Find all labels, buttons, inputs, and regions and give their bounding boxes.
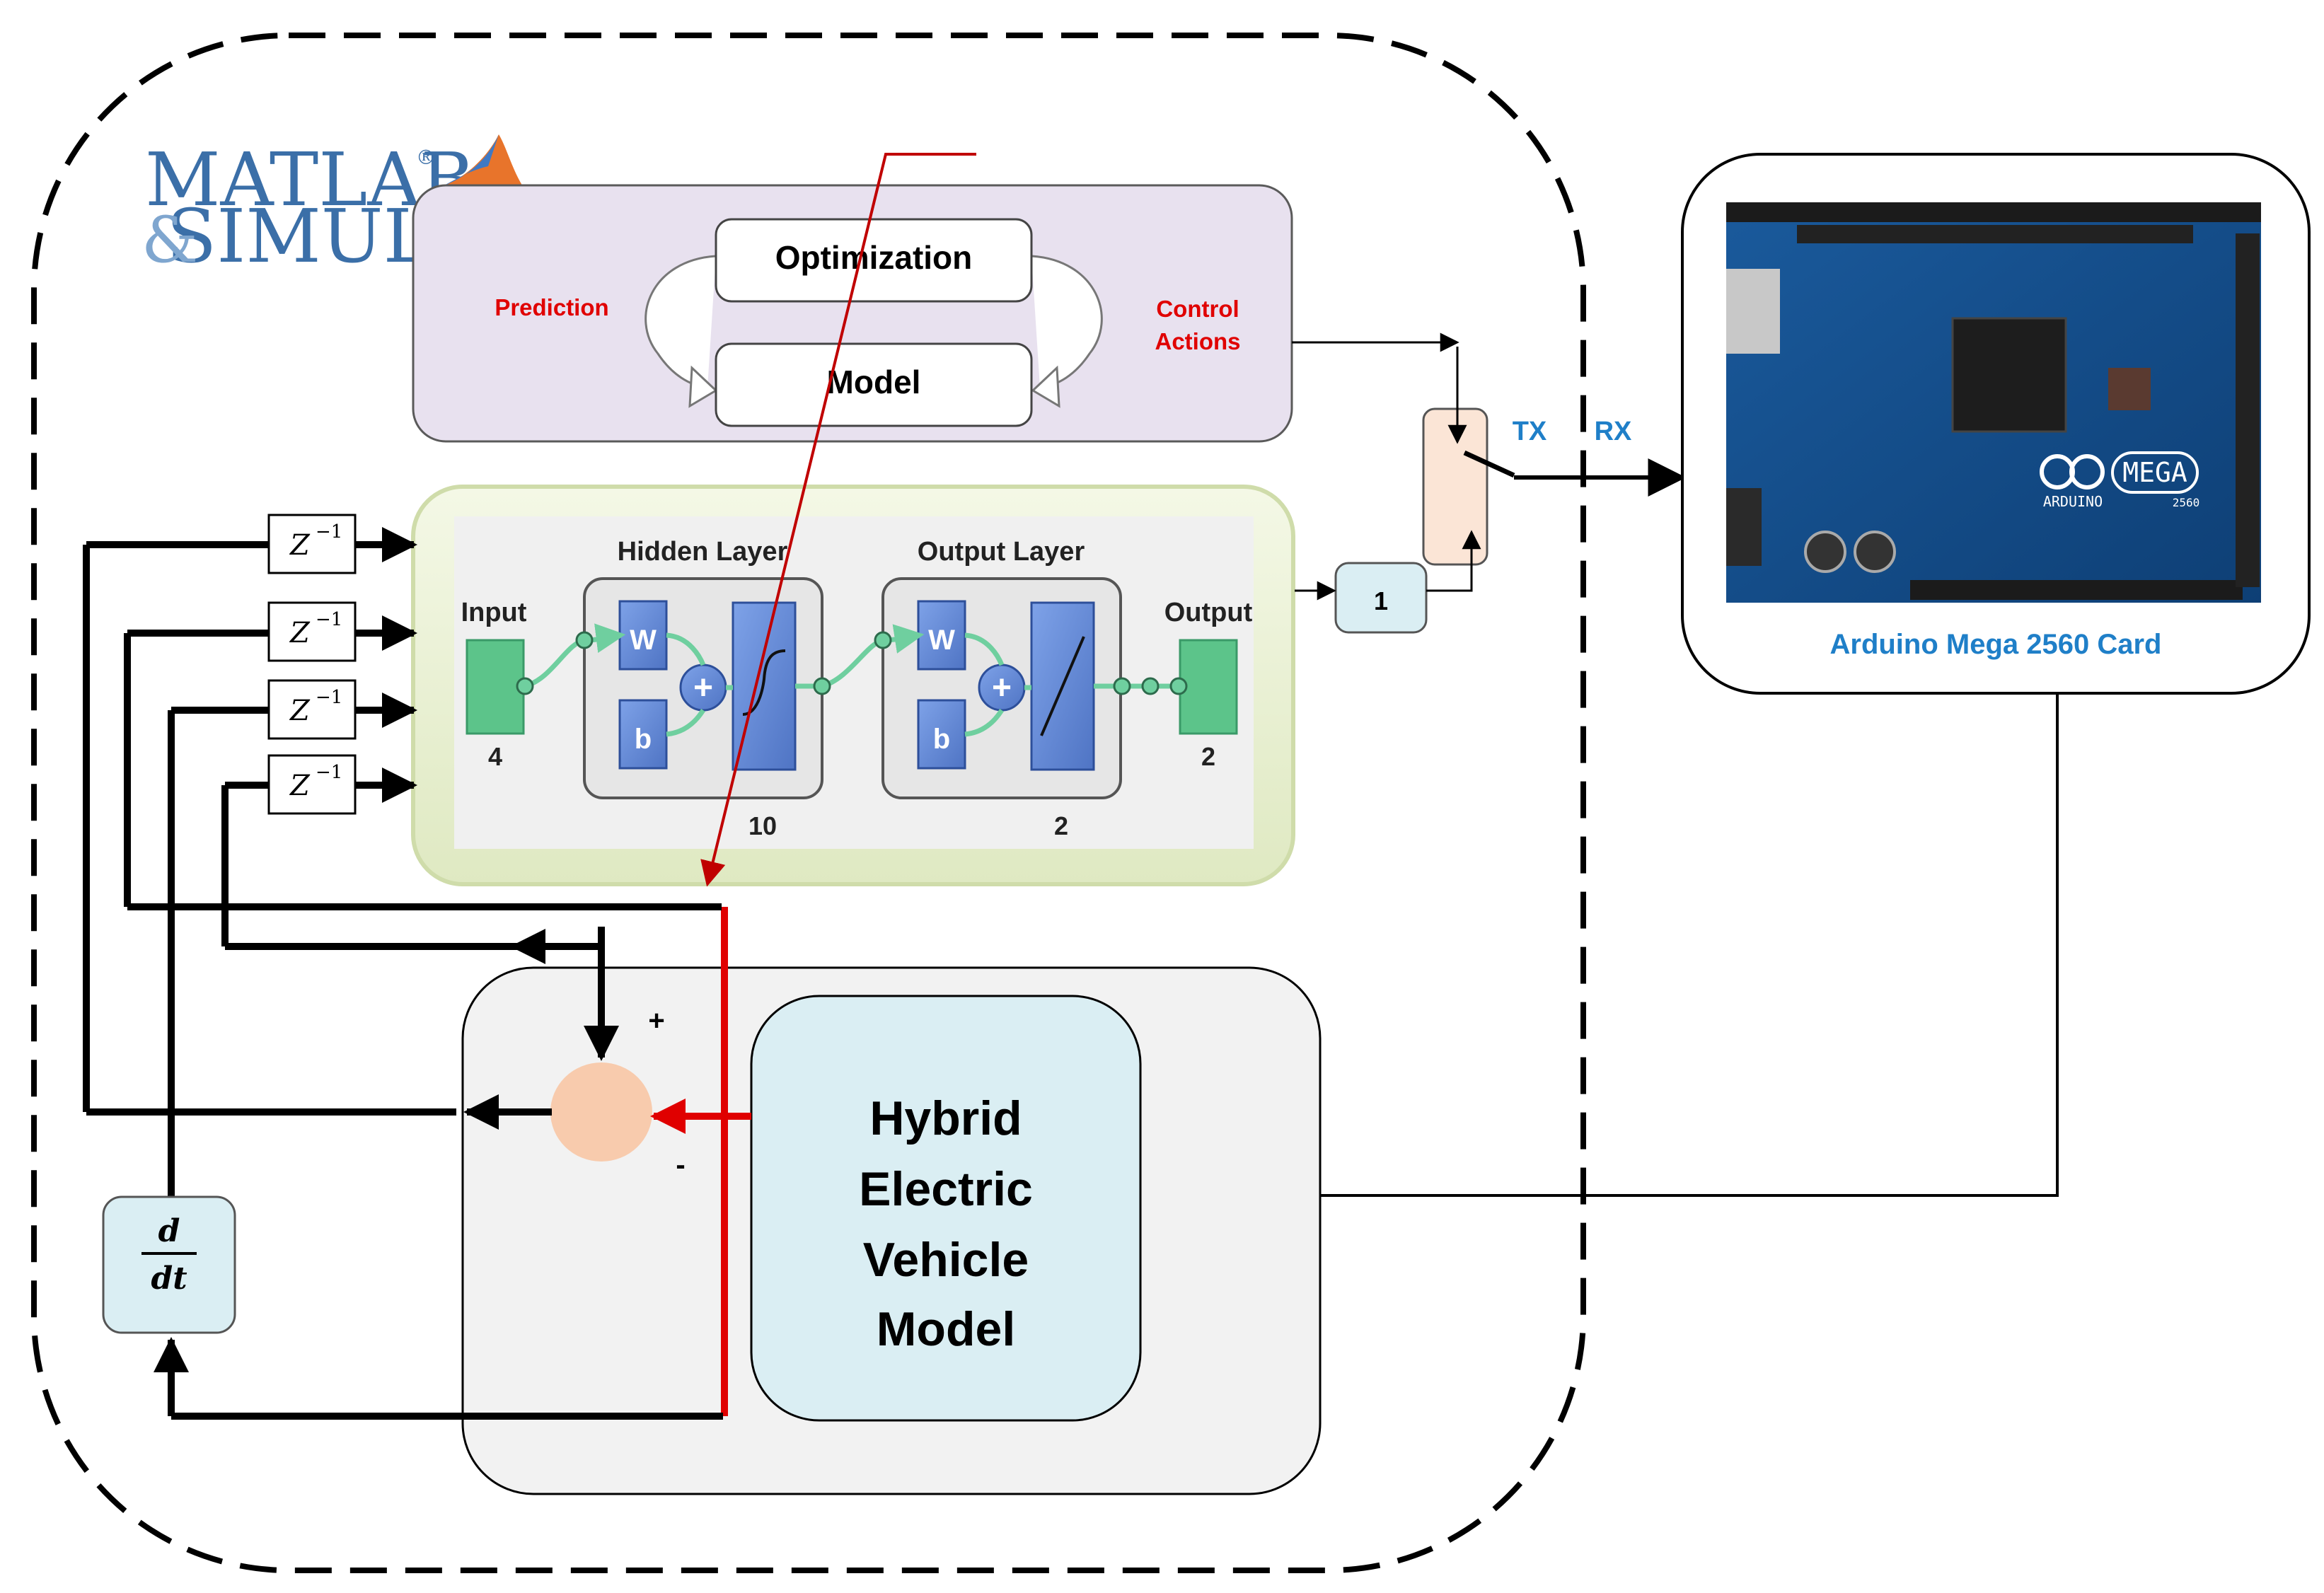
- delay-exp-1: −1: [316, 521, 342, 543]
- nn-hidden-count: 10: [748, 811, 777, 840]
- nn-output-weight-label: W: [928, 625, 955, 656]
- hev-label-3: Vehicle: [863, 1233, 1029, 1287]
- delay-to-nn-arrows: [355, 527, 417, 803]
- nn-hidden-title: Hidden Layer: [618, 537, 788, 567]
- optimization-label: Optimization: [775, 239, 973, 276]
- constant-value: 1: [1374, 586, 1388, 615]
- delay-block-3: Z −1: [267, 679, 357, 740]
- delay-z-2: Z: [289, 617, 311, 649]
- delay-z-3: Z: [289, 695, 311, 727]
- nn-input-label: Input: [461, 598, 527, 627]
- nn-output-layer-count: 2: [1054, 811, 1068, 840]
- arduino-board-photo: MEGA ARDUINO 2560: [1726, 202, 2261, 603]
- constant-block: 1: [1334, 562, 1428, 634]
- logo-reg-1: ®: [416, 146, 436, 169]
- nn-output-count: 2: [1201, 742, 1215, 771]
- sum-minus-sign: -: [676, 1149, 685, 1181]
- derivative-block: d dt: [102, 1195, 236, 1334]
- delay-z-4: Z: [289, 770, 311, 802]
- serial-link: TX RX: [1513, 417, 1687, 497]
- mpc-red-trace: [700, 153, 976, 887]
- prediction-cycle-arrow: [644, 255, 717, 389]
- prediction-label: Prediction: [495, 294, 608, 320]
- red-output-lines: [650, 907, 751, 1416]
- control-cycle-arrow: [1031, 255, 1103, 389]
- delay-block-2: Z −1: [267, 601, 357, 662]
- nn-output-label: Output: [1164, 598, 1253, 627]
- thin-signal-lines: [1292, 332, 1481, 601]
- arduino-board-brand-text: ARDUINO: [2043, 493, 2103, 510]
- model-label: Model: [827, 364, 921, 400]
- hev-label-4: Model: [877, 1302, 1015, 1356]
- feedback-arrowheads: [154, 927, 619, 1386]
- nn-input-node: [466, 639, 525, 735]
- arduino-card: MEGA ARDUINO 2560 Arduino Mega 2560 Card: [1681, 153, 2311, 695]
- delay-exp-2: −1: [316, 609, 342, 630]
- arduino-board-model-text: 2560: [2173, 496, 2200, 509]
- nn-input-count: 4: [488, 742, 502, 771]
- nn-output-activation: [1030, 601, 1095, 771]
- arduino-caption: Arduino Mega 2560 Card: [1829, 629, 2161, 660]
- summing-junction: + -: [550, 1005, 686, 1181]
- tx-label: TX: [1513, 417, 1547, 446]
- derivative-numerator: d: [158, 1213, 180, 1249]
- nn-output-node: [1179, 639, 1238, 735]
- delay-z-1: Z: [289, 529, 311, 562]
- nn-hidden-bias-label: b: [635, 724, 652, 755]
- rx-label: RX: [1595, 417, 1632, 446]
- logo-ampersand: &: [141, 203, 198, 277]
- feedback-lines: [83, 541, 723, 1420]
- hev-model-block: Hybrid Electric Vehicle Model: [750, 995, 1142, 1422]
- hev-label-1: Hybrid: [869, 1091, 1022, 1145]
- delay-block-1: Z −1: [267, 514, 357, 574]
- mpc-controller-block: Optimization Model Prediction Control Ac…: [412, 184, 1293, 443]
- svg-text:+: +: [693, 669, 713, 707]
- hev-label-2: Electric: [859, 1162, 1033, 1216]
- matlab-simulink-boundary: [31, 33, 1586, 1573]
- model-block: [715, 342, 1033, 427]
- nn-output-bias-label: b: [933, 724, 950, 755]
- delay-exp-3: −1: [316, 687, 342, 708]
- arduino-board-mega-text: MEGA: [2122, 457, 2187, 488]
- optimization-block: [715, 218, 1033, 303]
- sum-plus-sign: +: [648, 1005, 664, 1036]
- nn-hidden-weight-label: W: [630, 625, 657, 656]
- arduino-infinity-logo: [2040, 454, 2105, 490]
- control-actions-label-1: Control: [1156, 296, 1239, 322]
- control-actions-label-2: Actions: [1155, 328, 1240, 354]
- neural-network-block: Input 4 Hidden Layer W b + 10 Output Lay…: [411, 485, 1295, 886]
- delay-block-4: Z −1: [267, 754, 357, 815]
- arduino-to-plant-line: [1139, 695, 2059, 1208]
- nn-output-layer-title: Output Layer: [918, 537, 1085, 567]
- delay-exp-4: −1: [316, 762, 342, 783]
- nn-junction-dots: [516, 631, 1188, 695]
- nn-hidden-bias: [618, 699, 668, 770]
- svg-text:+: +: [992, 669, 1012, 707]
- derivative-denominator: dt: [151, 1261, 187, 1297]
- switch-block: [1422, 407, 1515, 566]
